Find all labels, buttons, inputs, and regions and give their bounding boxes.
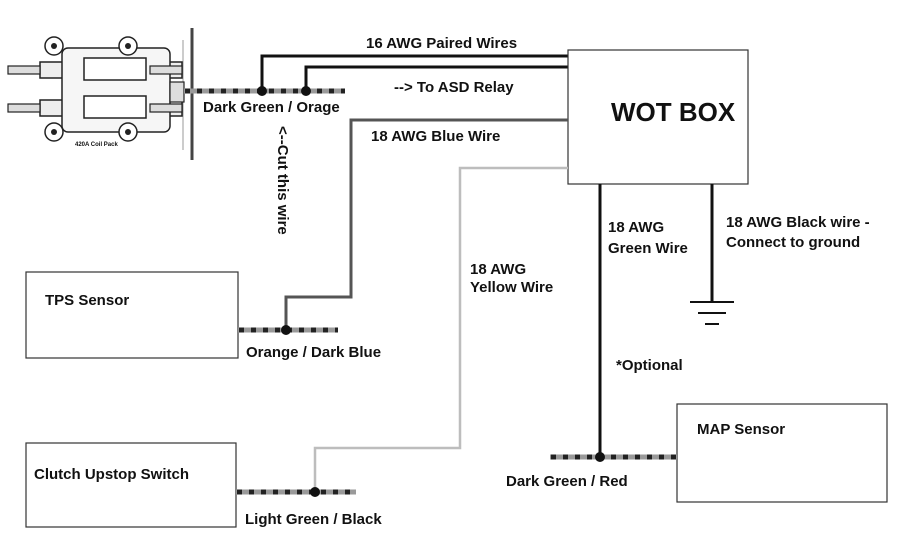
ground — [690, 184, 734, 325]
green-wire-label-2: Green Wire — [608, 240, 688, 257]
tps-splice-dot — [281, 325, 291, 335]
tps-sensor-label: TPS Sensor — [45, 292, 129, 309]
yellow-wire-label-2: Yellow Wire — [470, 279, 553, 296]
tps-sensor: TPS Sensor Orange / Dark Blue — [25, 271, 381, 361]
coil-splice-label: Dark Green / Orage — [203, 99, 340, 116]
map-sensor-label: MAP Sensor — [697, 421, 785, 438]
yellow-wire — [313, 166, 568, 492]
clutch-switch-box — [25, 442, 237, 528]
clutch-switch: Clutch Upstop Switch Light Green / Black — [25, 442, 382, 528]
paired-wire-1 — [260, 54, 568, 91]
tps-sensor-box — [25, 271, 239, 359]
yellow-wire-label-1: 18 AWG — [470, 261, 526, 278]
optional-label: *Optional — [616, 357, 683, 374]
green-wire-label-1: 18 AWG — [608, 219, 664, 236]
blue-wire — [284, 118, 568, 330]
paired-wire-2 — [304, 65, 568, 91]
tps-splice-label: Orange / Dark Blue — [246, 344, 381, 361]
wot-box-frame — [567, 49, 749, 185]
coil-pack-label: 420A Coil Pack — [75, 142, 118, 148]
map-sensor: MAP Sensor Dark Green / Red — [506, 403, 888, 503]
coil-splice: Dark Green / Orage — [184, 86, 345, 116]
asd-relay-label: --> To ASD Relay — [394, 79, 514, 96]
wot-box: WOT BOX — [567, 49, 749, 185]
coil-pack-drawing — [7, 28, 194, 160]
map-splice-label: Dark Green / Red — [506, 473, 628, 490]
map-splice-dot — [595, 452, 605, 462]
clutch-switch-label: Clutch Upstop Switch — [34, 466, 189, 483]
cut-wire-label: <--Cut this wire — [274, 126, 291, 235]
blue-wire-label: 18 AWG Blue Wire — [371, 128, 500, 145]
clutch-splice-dot — [310, 487, 320, 497]
black-wire-label-1: 18 AWG Black wire - — [726, 214, 870, 231]
coil-pack: 420A Coil Pack — [7, 28, 194, 160]
map-sensor-box — [676, 403, 888, 503]
wot-box-label: WOT BOX — [611, 97, 736, 127]
black-wire-label-2: Connect to ground — [726, 234, 860, 251]
paired-wires-label: 16 AWG Paired Wires — [366, 35, 517, 52]
clutch-splice-label: Light Green / Black — [245, 511, 382, 528]
